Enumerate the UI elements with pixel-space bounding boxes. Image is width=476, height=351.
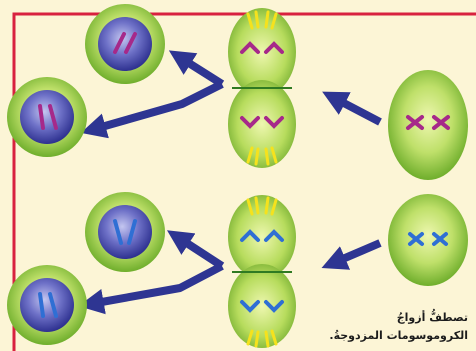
bottom-daughter-cell-lower [7, 265, 87, 345]
top-daughter-cell-upper [85, 4, 165, 84]
bottom-start-cell [388, 194, 468, 286]
caption-line-1: تصطفُّ أزواجُ [308, 309, 468, 327]
top-start-cell [388, 70, 468, 180]
figure-caption: تصطفُّ أزواجُ الكروموسومات المزدوجةُ. [308, 309, 468, 345]
caption-line-2: الكروموسومات المزدوجةُ. [308, 327, 468, 345]
bottom-dividing-cell [228, 195, 296, 348]
top-dividing-cell [228, 8, 296, 168]
bottom-daughter-cell-upper [85, 192, 165, 272]
top-daughter-cell-lower [7, 77, 87, 157]
